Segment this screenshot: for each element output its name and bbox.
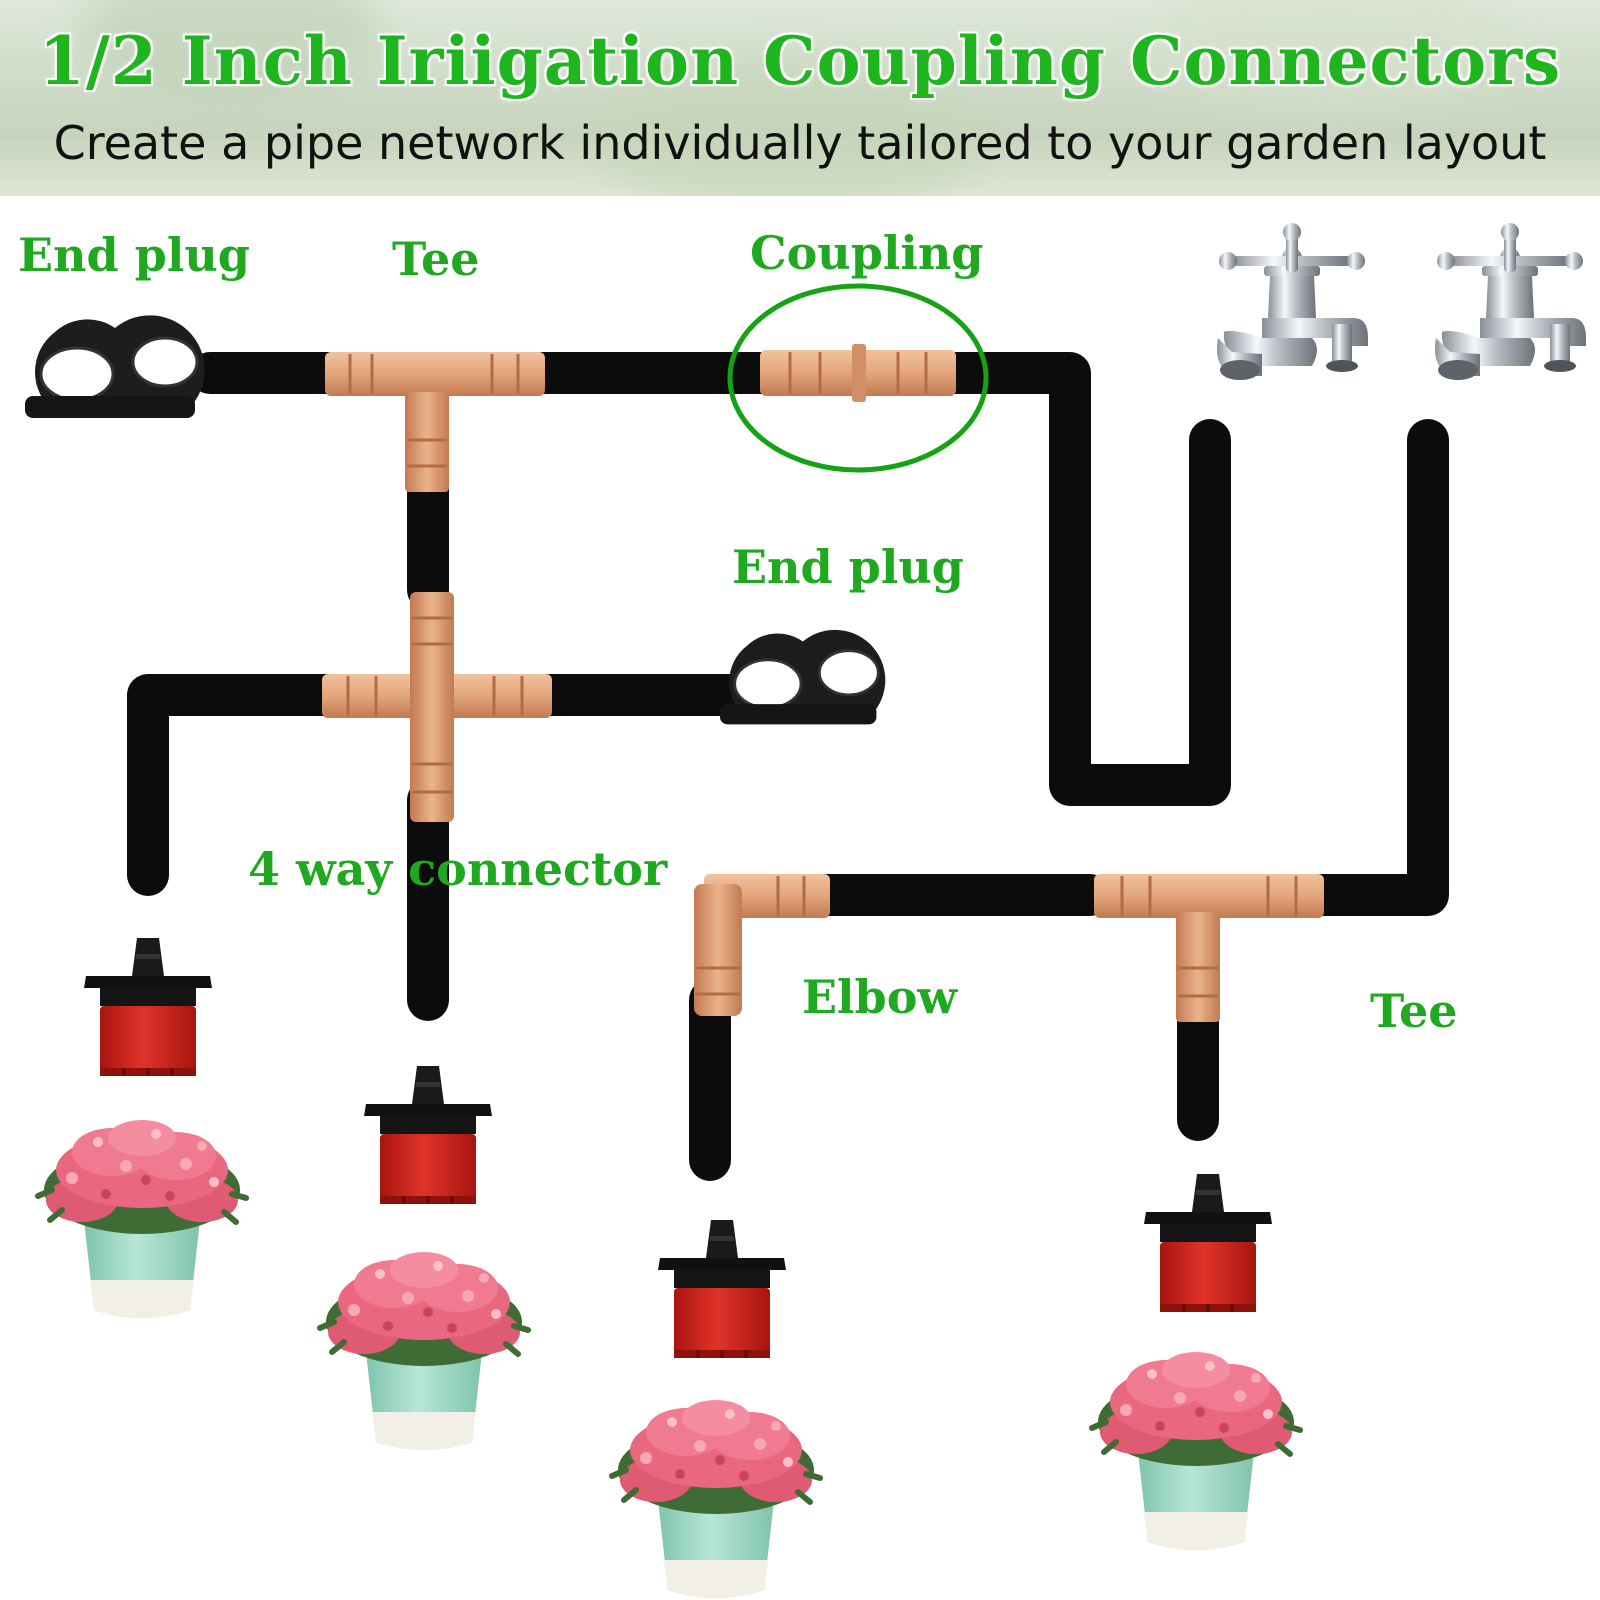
tee-bottom-fitting xyxy=(1094,874,1324,1022)
flowerpot-3-icon xyxy=(612,1400,820,1598)
label-tee-bottom: Tee xyxy=(1370,984,1458,1038)
label-four-way-connector: 4 way connector xyxy=(248,842,668,896)
page-title: 1/2 Inch Iriigation Coupling Connectors xyxy=(38,22,1562,100)
dripper-3-icon xyxy=(656,1218,788,1360)
dripper-2-icon xyxy=(362,1064,494,1206)
elbow-fitting xyxy=(694,874,830,1016)
coupling-highlight-circle xyxy=(727,283,989,473)
faucet-right-icon xyxy=(1435,223,1586,380)
header-banner: 1/2 Inch Iriigation Coupling Connectors … xyxy=(0,0,1600,196)
flowerpot-4-icon xyxy=(1092,1352,1300,1550)
flowerpot-2-icon xyxy=(320,1252,528,1450)
label-end-plug-mid: End plug xyxy=(732,540,964,594)
label-end-plug-top: End plug xyxy=(18,228,250,282)
dripper-4-icon xyxy=(1142,1172,1274,1314)
pipe-top-main xyxy=(189,352,1231,806)
pipe-right-faucet xyxy=(1289,419,1449,916)
pipe-4way-left xyxy=(127,674,351,896)
four-way-connector-fitting xyxy=(322,592,552,822)
faucet-left-icon xyxy=(1217,223,1368,380)
label-coupling: Coupling xyxy=(750,226,984,280)
dripper-1-icon xyxy=(82,936,214,1078)
flowerpot-1-icon xyxy=(38,1120,246,1318)
label-tee-top: Tee xyxy=(392,232,480,286)
end-plug-top-icon xyxy=(23,313,207,420)
end-plug-mid-icon xyxy=(718,628,887,726)
page-subtitle: Create a pipe network individually tailo… xyxy=(53,116,1547,170)
coupling-fitting xyxy=(760,344,956,402)
tee-top-fitting xyxy=(325,352,545,492)
pipes xyxy=(127,352,1449,1181)
label-elbow: Elbow xyxy=(802,970,957,1024)
